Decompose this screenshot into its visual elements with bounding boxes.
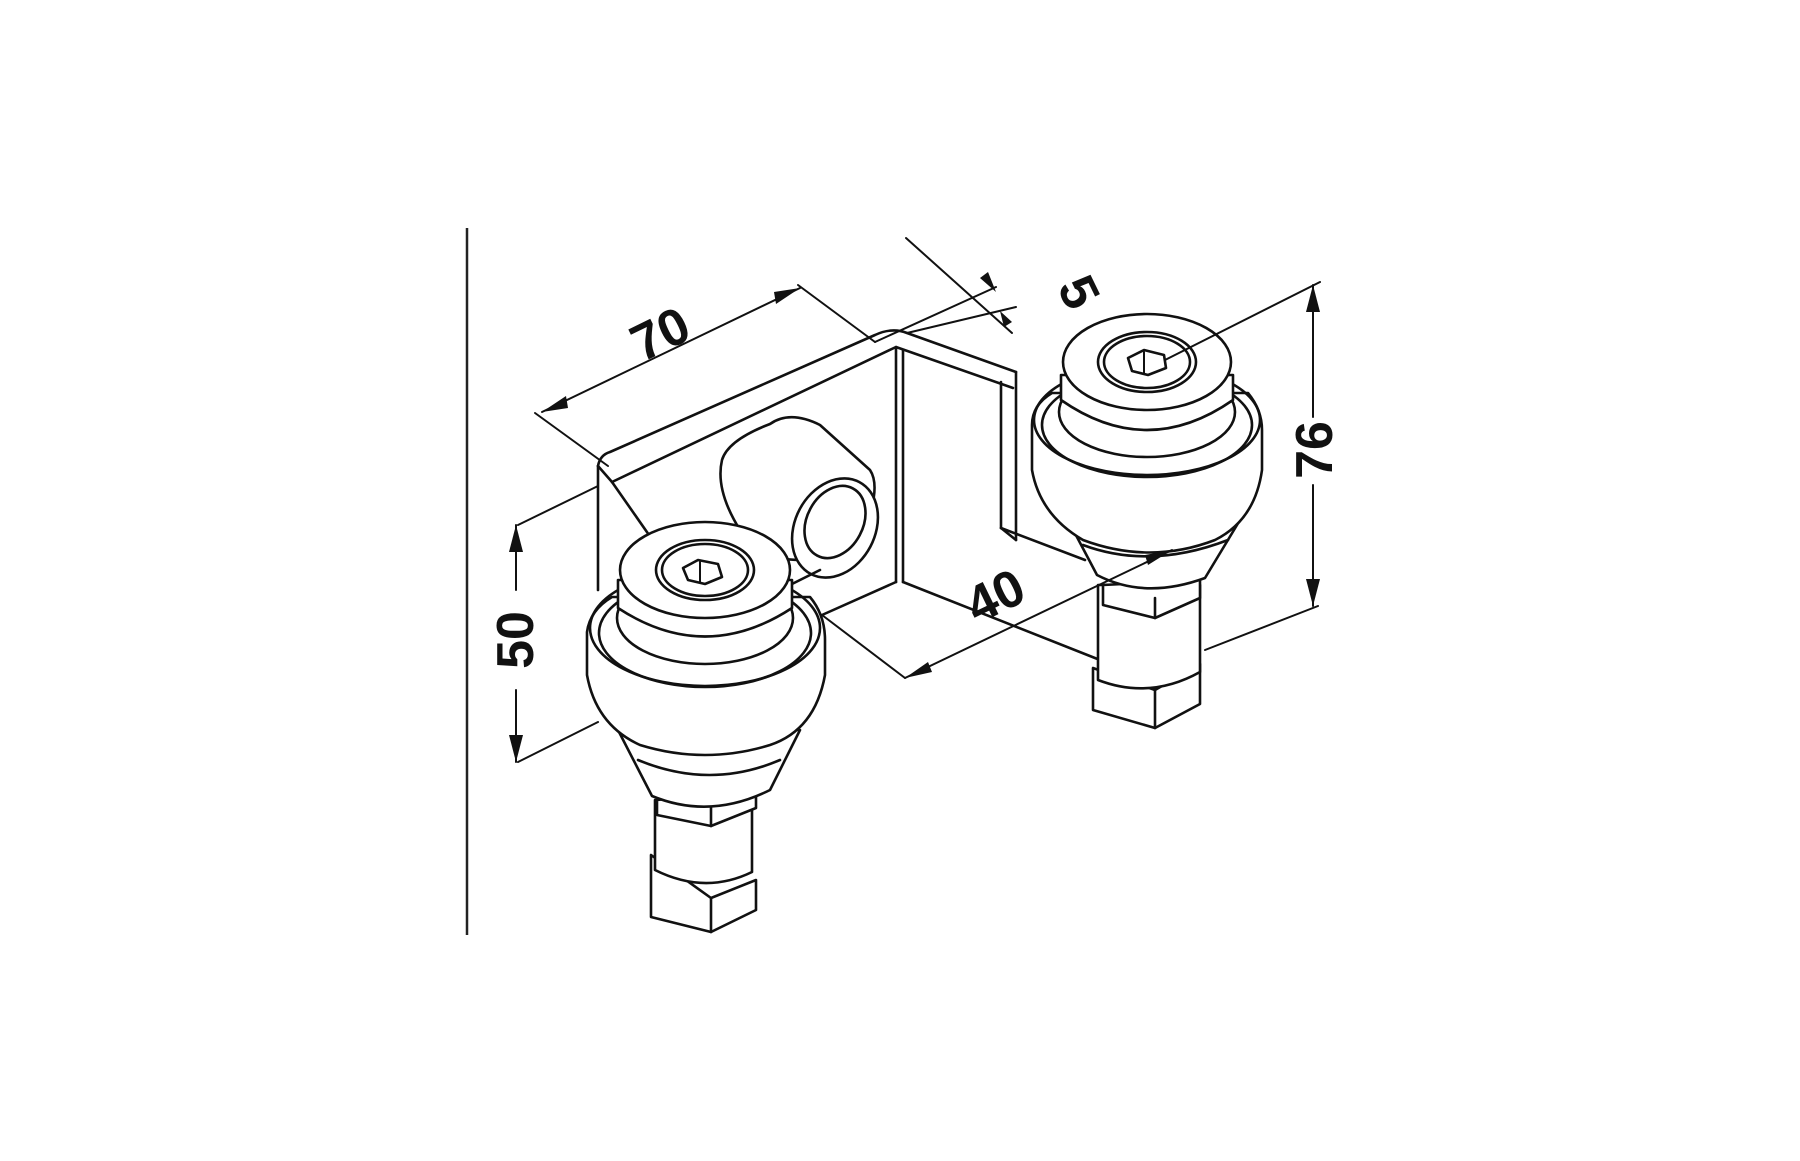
dimension-label-50: 50 <box>487 611 545 669</box>
dimension-5: 5 <box>874 237 1111 343</box>
roller-right <box>1030 312 1264 730</box>
dimension-label-70: 70 <box>622 296 699 373</box>
dimension-50: 50 <box>487 485 599 763</box>
dimension-76: 76 <box>1164 281 1344 651</box>
dimension-label-40: 40 <box>957 558 1034 635</box>
dimension-label-5: 5 <box>1046 267 1111 318</box>
roller-left <box>585 520 827 934</box>
dimension-label-76: 76 <box>1286 421 1344 479</box>
mounting-boss <box>719 415 880 592</box>
